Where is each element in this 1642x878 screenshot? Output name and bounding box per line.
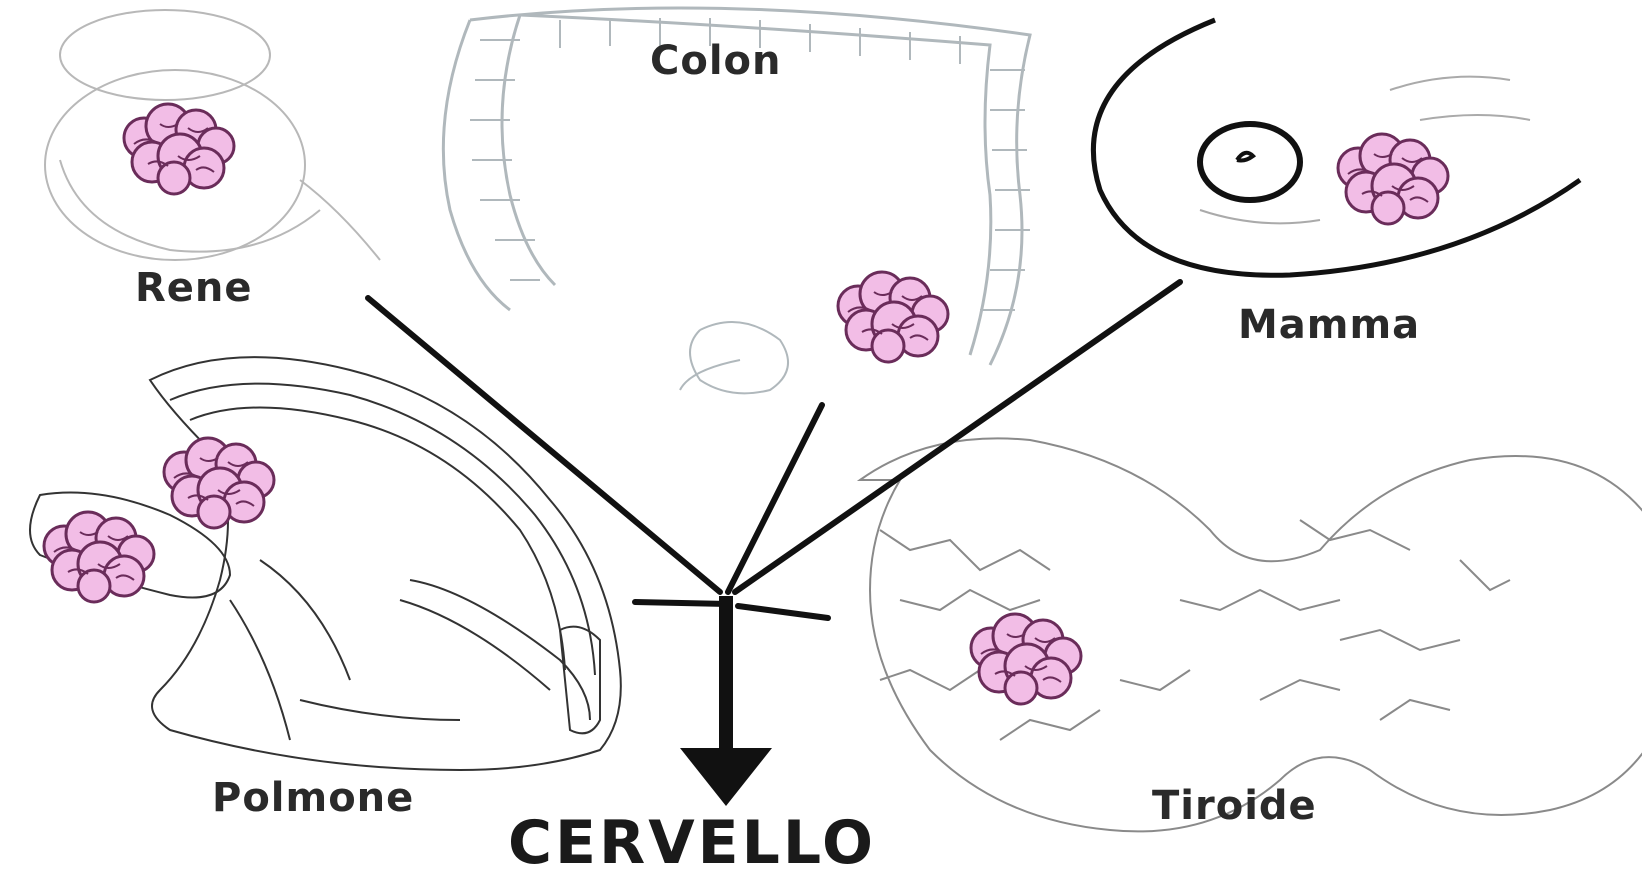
line-from-polmone (635, 602, 728, 604)
line-from-tiroide (738, 606, 828, 618)
tumor-colon (838, 272, 948, 362)
tumor-polmone-side (44, 512, 154, 602)
label-mamma: Mamma (1238, 302, 1420, 348)
arrow-to-brain (680, 596, 772, 806)
tumor-clusters (44, 104, 1448, 704)
line-from-mamma (735, 282, 1180, 592)
tumor-polmone-upper (164, 438, 274, 528)
tumor-rene (124, 104, 234, 194)
tumor-cell-details (54, 124, 1428, 682)
label-polmone: Polmone (212, 775, 414, 821)
spread-lines (368, 282, 1180, 618)
tumor-tiroide (971, 614, 1081, 704)
line-from-rene (368, 298, 720, 592)
label-rene: Rene (135, 265, 253, 311)
breast-drawing (1093, 20, 1580, 275)
tumor-mamma (1338, 134, 1448, 224)
label-colon: Colon (650, 38, 782, 84)
label-cervello: CERVELLO (508, 808, 876, 878)
label-tiroide: Tiroide (1152, 783, 1317, 829)
